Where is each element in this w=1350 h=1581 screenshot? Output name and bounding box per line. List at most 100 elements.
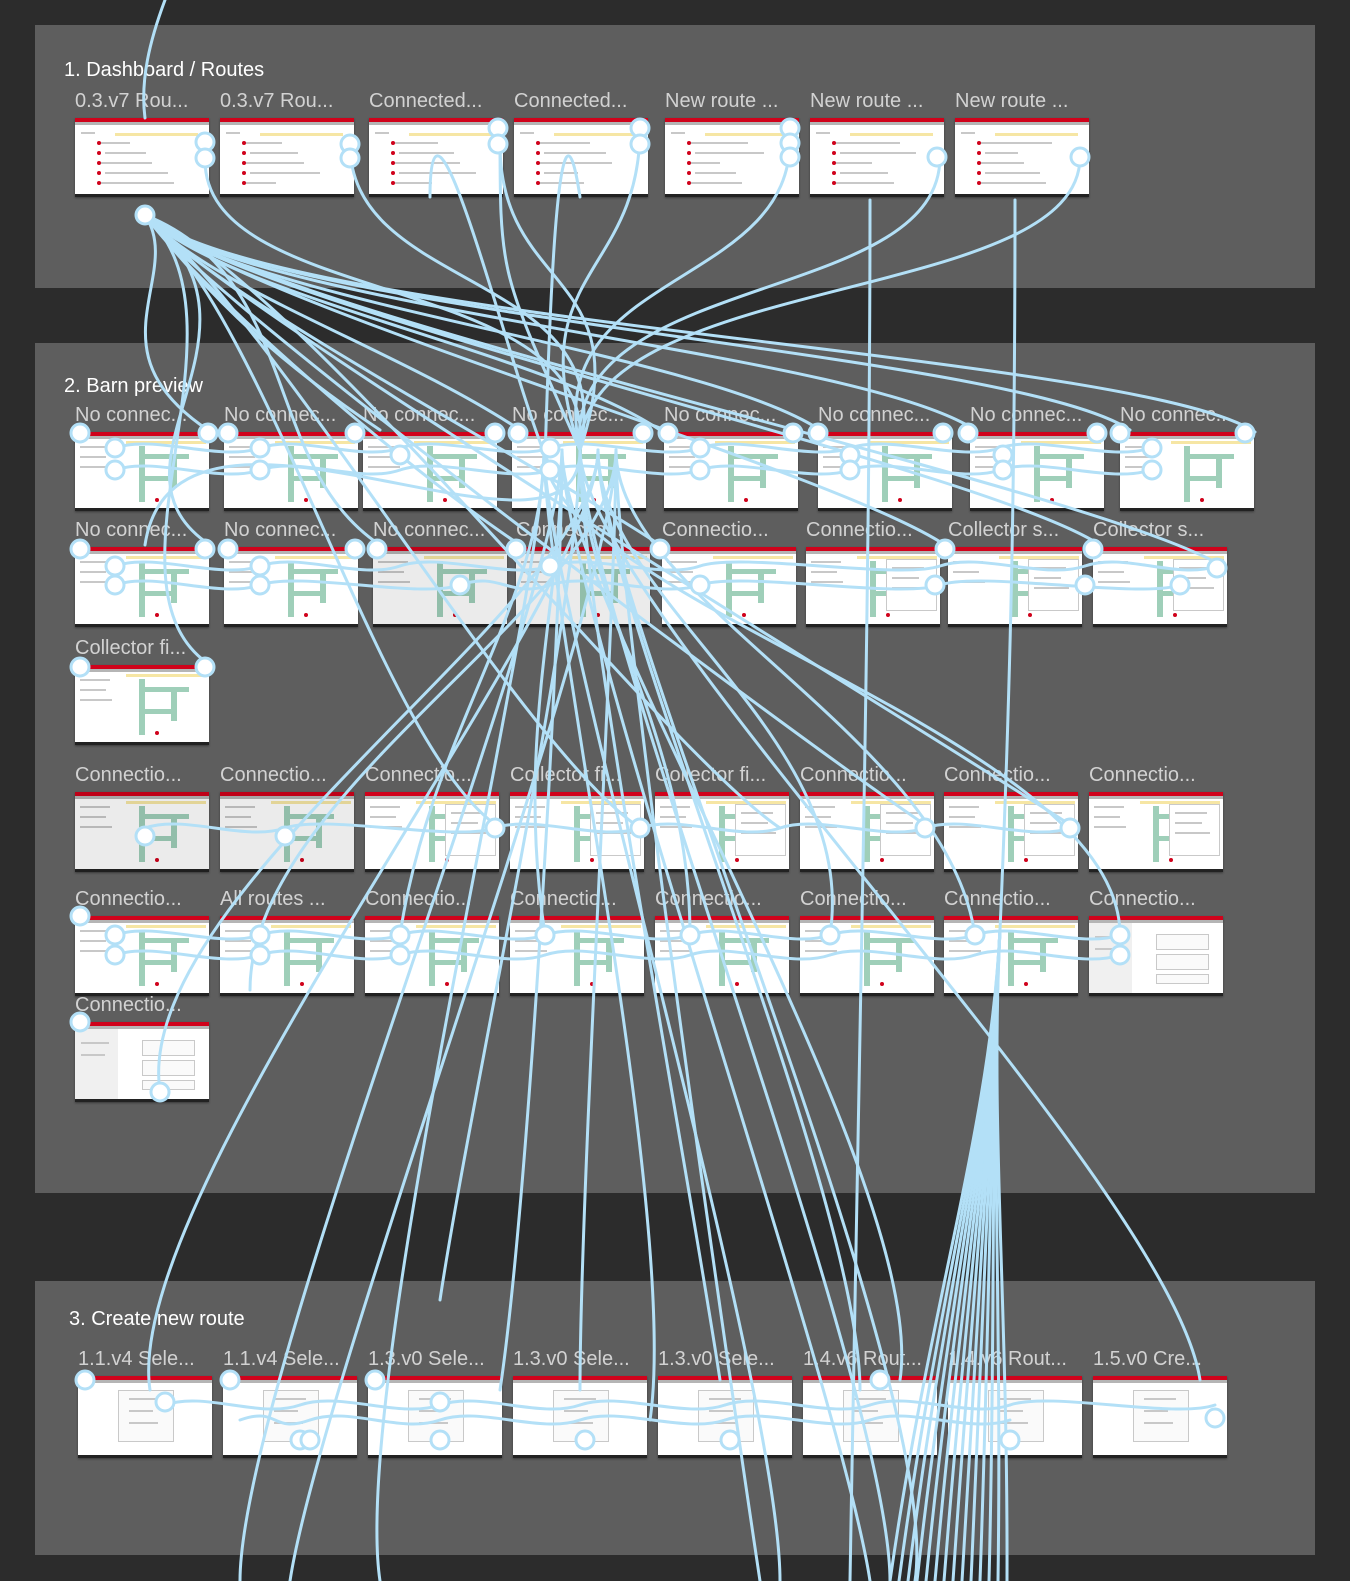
frame-label[interactable]: Collector fi...: [75, 637, 187, 659]
frame-label[interactable]: 1.1.v4 Sele...: [223, 1348, 340, 1370]
frame-thumbnail[interactable]: [224, 432, 358, 511]
frame-thumbnail[interactable]: [75, 916, 209, 996]
frame-thumbnail[interactable]: [818, 432, 952, 511]
frame-thumbnail[interactable]: [800, 916, 934, 996]
frame-thumbnail[interactable]: [220, 916, 354, 996]
frame-label[interactable]: Connectio...: [510, 888, 617, 910]
frame-label[interactable]: Connectio...: [806, 519, 913, 541]
frame-thumbnail[interactable]: [1093, 547, 1227, 627]
frame-label[interactable]: No connec...: [373, 519, 486, 541]
frame-thumbnail[interactable]: [365, 916, 499, 996]
frame-label[interactable]: Connectio...: [944, 888, 1051, 910]
frame-label[interactable]: 1.3.v0 Sele...: [513, 1348, 630, 1370]
frame-thumbnail[interactable]: [512, 432, 646, 511]
frame-label[interactable]: Collector fi...: [655, 764, 767, 786]
frame-thumbnail[interactable]: [220, 118, 354, 197]
frame-label[interactable]: Connectio...: [662, 519, 769, 541]
frame-label[interactable]: Connectio...: [75, 994, 182, 1016]
frame-thumbnail[interactable]: [1089, 792, 1223, 872]
frame-thumbnail[interactable]: [78, 1376, 212, 1458]
frame-thumbnail[interactable]: [75, 118, 209, 197]
frame-thumbnail[interactable]: [664, 432, 798, 511]
frame-thumbnail[interactable]: [75, 665, 209, 745]
frame-thumbnail[interactable]: [810, 118, 944, 197]
frame-thumbnail[interactable]: [373, 547, 507, 627]
frame-thumbnail[interactable]: [955, 118, 1089, 197]
frame-label[interactable]: Collector fi...: [510, 764, 622, 786]
frame-label[interactable]: No connec...: [664, 404, 777, 426]
frame-label[interactable]: Connected...: [369, 90, 483, 112]
frame-label[interactable]: No connec...: [1120, 404, 1233, 426]
frame-label[interactable]: Connectio...: [1089, 764, 1196, 786]
frame-thumbnail[interactable]: [806, 547, 940, 627]
frame-thumbnail[interactable]: [75, 1022, 209, 1102]
frame-label[interactable]: 1.4.v6 Rout...: [803, 1348, 922, 1370]
frame-thumbnail[interactable]: [655, 916, 789, 996]
frame-label[interactable]: 0.3.v7 Rou...: [220, 90, 334, 112]
frame-label[interactable]: No connec...: [75, 404, 188, 426]
frame-label[interactable]: Connectio...: [800, 764, 907, 786]
frame-thumbnail[interactable]: [513, 1376, 647, 1458]
frame-thumbnail[interactable]: [224, 547, 358, 627]
frame-label[interactable]: Connectio...: [944, 764, 1051, 786]
frame-thumbnail[interactable]: [665, 118, 799, 197]
frame-thumbnail[interactable]: [514, 118, 648, 197]
frame-thumbnail[interactable]: [800, 792, 934, 872]
frame-label[interactable]: 1.1.v4 Sele...: [78, 1348, 195, 1370]
dot-shape: [1173, 613, 1177, 617]
frame-label[interactable]: 0.3.v7 Rou...: [75, 90, 189, 112]
frame-thumbnail[interactable]: [510, 916, 644, 996]
frame-thumbnail[interactable]: [944, 916, 1078, 996]
frame-thumbnail[interactable]: [368, 1376, 502, 1458]
frame-label[interactable]: Collector s...: [1093, 519, 1205, 541]
frame-label[interactable]: Connectio...: [655, 888, 762, 910]
frame-thumbnail[interactable]: [658, 1376, 792, 1458]
frame-label[interactable]: Connectio...: [800, 888, 907, 910]
frame-label[interactable]: 1.4.v6 Rout...: [948, 1348, 1067, 1370]
frame-thumbnail[interactable]: [220, 792, 354, 872]
frame-label[interactable]: No connec...: [363, 404, 476, 426]
frame-thumbnail[interactable]: [75, 792, 209, 872]
frame-thumbnail[interactable]: [1093, 1376, 1227, 1458]
frame-label[interactable]: Connectio...: [1089, 888, 1196, 910]
frame-label[interactable]: New route ...: [810, 90, 924, 112]
frame-label[interactable]: 1.5.v0 Cre...: [1093, 1348, 1202, 1370]
frame-label[interactable]: No connec...: [512, 404, 625, 426]
frame-thumbnail[interactable]: [516, 547, 650, 627]
frame-thumbnail[interactable]: [662, 547, 796, 627]
frame-thumbnail[interactable]: [948, 547, 1082, 627]
frame-label[interactable]: No connec...: [970, 404, 1083, 426]
frame-thumbnail[interactable]: [944, 792, 1078, 872]
frame-thumbnail[interactable]: [970, 432, 1104, 511]
frame-label[interactable]: All routes ...: [220, 888, 326, 910]
frame-thumbnail[interactable]: [369, 118, 503, 197]
frame-thumbnail[interactable]: [223, 1376, 357, 1458]
frame-label[interactable]: Connectio...: [75, 888, 182, 910]
frame-label[interactable]: New route ...: [955, 90, 1069, 112]
frame-label[interactable]: 1.3.v0 Sele...: [658, 1348, 775, 1370]
frame-label[interactable]: No connec...: [224, 519, 337, 541]
frame-thumbnail[interactable]: [1089, 916, 1223, 996]
frame-label[interactable]: 1.3.v0 Sele...: [368, 1348, 485, 1370]
frame-label[interactable]: New route ...: [665, 90, 779, 112]
frame-thumbnail[interactable]: [365, 792, 499, 872]
frame-label[interactable]: Connected...: [514, 90, 628, 112]
frame-label[interactable]: Connectio...: [516, 519, 623, 541]
frame-label[interactable]: Connectio...: [365, 888, 472, 910]
frame-thumbnail[interactable]: [75, 432, 209, 511]
line-shape: [544, 152, 606, 154]
frame-label[interactable]: No connec...: [75, 519, 188, 541]
frame-label[interactable]: Connectio...: [365, 764, 472, 786]
frame-label[interactable]: Connectio...: [75, 764, 182, 786]
frame-thumbnail[interactable]: [948, 1376, 1082, 1458]
frame-label[interactable]: Connectio...: [220, 764, 327, 786]
frame-thumbnail[interactable]: [803, 1376, 937, 1458]
frame-label[interactable]: Collector s...: [948, 519, 1060, 541]
frame-thumbnail[interactable]: [655, 792, 789, 872]
frame-thumbnail[interactable]: [363, 432, 497, 511]
frame-thumbnail[interactable]: [75, 547, 209, 627]
frame-thumbnail[interactable]: [1120, 432, 1254, 511]
frame-label[interactable]: No connec...: [818, 404, 931, 426]
frame-label[interactable]: No connec...: [224, 404, 337, 426]
frame-thumbnail[interactable]: [510, 792, 644, 872]
